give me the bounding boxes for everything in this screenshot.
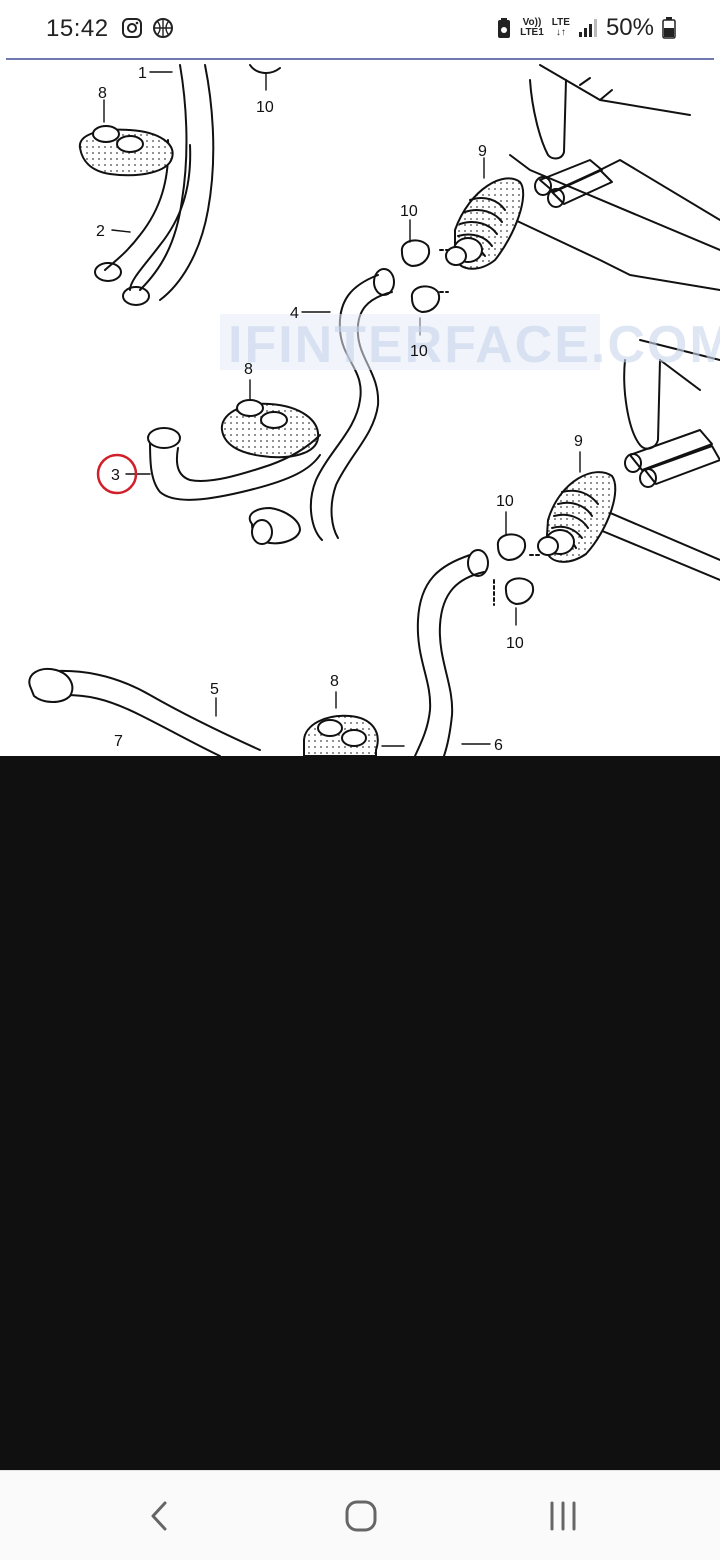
callout-7: 7: [114, 733, 123, 750]
home-icon: [345, 1500, 377, 1532]
volte-label: Vo)): [522, 17, 542, 28]
signal-icon: [578, 19, 597, 37]
status-bar: 15:42 Vo)) LTE1 LTE ↓↑: [0, 0, 720, 58]
battery-icon: [662, 17, 676, 39]
hose-2: [104, 139, 170, 271]
recents-icon: [550, 1501, 576, 1531]
volte-indicator: Vo)) LTE1: [520, 18, 544, 38]
status-left-icons: [121, 17, 174, 39]
hose-6: [414, 554, 471, 756]
empty-black-area: [0, 756, 720, 1470]
callout-10-lower-b: 10: [506, 635, 524, 652]
callout-9-upper: 9: [478, 143, 487, 160]
back-icon: [151, 1501, 167, 1531]
lte1-label: LTE1: [520, 27, 544, 38]
hose-3: [149, 439, 321, 501]
hose-4: [309, 274, 379, 541]
callout-1: 1: [138, 65, 147, 82]
parts-diagram: IFINTERFACE.COM 1 2 3 4 5 6 7 8 8 8 9 9 …: [28, 64, 720, 756]
callout-10-lower-a: 10: [496, 493, 514, 510]
status-time: 15:42: [46, 15, 109, 42]
callout-10-upper-b: 10: [410, 343, 428, 360]
back-button[interactable]: [134, 1495, 184, 1537]
status-right: Vo)) LTE1 LTE ↓↑ 50%: [496, 14, 676, 42]
callout-5: 5: [210, 681, 219, 698]
data-arrows-icon: ↓↑: [555, 27, 566, 38]
callout-10-upper-a: 10: [400, 203, 418, 220]
lte-label: LTE: [551, 17, 570, 28]
callout-2: 2: [96, 223, 105, 240]
battery-percent: 50%: [605, 14, 654, 41]
basketball-icon: [153, 18, 173, 38]
instagram-icon: [122, 18, 142, 38]
parts-diagram-view[interactable]: IFINTERFACE.COM 1 2 3 4 5 6 7 8 8 8 9 9 …: [0, 60, 720, 756]
callout-8-bottom: 8: [330, 673, 339, 690]
watermark-text: IFINTERFACE.COM: [228, 316, 720, 374]
hose-5: [41, 669, 261, 751]
callout-3: 3: [111, 467, 120, 484]
hose-1: [139, 64, 188, 291]
callout-4: 4: [290, 305, 299, 322]
home-button[interactable]: [336, 1495, 386, 1537]
callout-6: 6: [494, 737, 503, 754]
callout-8-top: 8: [98, 85, 107, 102]
callout-8-middle: 8: [244, 361, 253, 378]
callout-9-lower: 9: [574, 433, 583, 450]
recents-button[interactable]: [538, 1495, 588, 1537]
highlight-circle: [96, 453, 138, 495]
status-divider: [6, 58, 714, 60]
callout-10-top: 10: [256, 99, 274, 116]
lte-indicator: LTE ↓↑: [552, 18, 570, 38]
battery-saver-icon: [498, 18, 511, 38]
navigation-bar: [0, 1470, 720, 1560]
